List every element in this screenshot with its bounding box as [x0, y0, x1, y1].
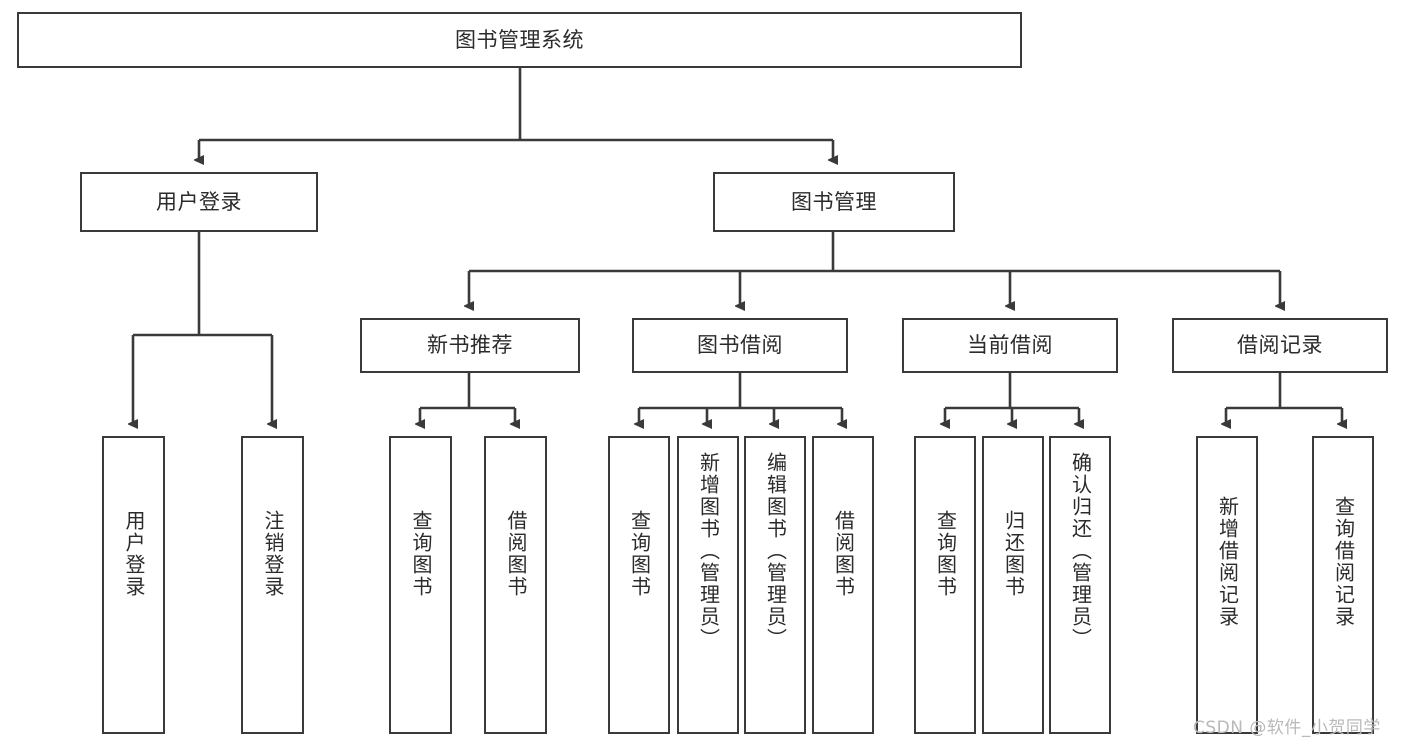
leaf-book-borrow-3[interactable]: 编辑图书（管理员） [744, 436, 806, 734]
node-borrow-record-label: 借阅记录 [1237, 333, 1323, 358]
leaf-current-borrow-1[interactable]: 查询图书 [914, 436, 976, 734]
leaf-borrow-record-2-label: 查询借阅记录 [1331, 496, 1356, 628]
leaf-book-borrow-1-label: 查询图书 [627, 510, 652, 598]
leaf-book-borrow-2[interactable]: 新增图书（管理员） [677, 436, 739, 734]
node-user-login[interactable]: 用户登录 [80, 172, 318, 232]
leaf-current-borrow-1-label: 查询图书 [933, 510, 958, 598]
leaf-book-borrow-1[interactable]: 查询图书 [608, 436, 670, 734]
leaf-user-login-2-label: 注销登录 [261, 510, 285, 598]
node-root[interactable]: 图书管理系统 [17, 12, 1022, 68]
leaf-book-borrow-2-label: 新增图书（管理员） [696, 452, 721, 650]
node-book-borrow-label: 图书借阅 [697, 333, 783, 358]
leaf-borrow-record-1[interactable]: 新增借阅记录 [1196, 436, 1258, 734]
node-new-book-recommend[interactable]: 新书推荐 [360, 318, 580, 373]
leaf-new-book-2[interactable]: 借阅图书 [484, 436, 547, 734]
node-book-manage-label: 图书管理 [791, 189, 877, 214]
csdn-watermark: CSDN @软件_小贺同学 [1193, 718, 1381, 738]
leaf-book-borrow-3-label: 编辑图书（管理员） [763, 452, 788, 650]
leaf-book-borrow-4[interactable]: 借阅图书 [812, 436, 874, 734]
node-book-borrow[interactable]: 图书借阅 [632, 318, 848, 373]
leaf-new-book-1[interactable]: 查询图书 [389, 436, 452, 734]
leaf-user-login-2[interactable]: 注销登录 [241, 436, 304, 734]
node-current-borrow[interactable]: 当前借阅 [902, 318, 1118, 373]
leaf-book-borrow-4-label: 借阅图书 [831, 510, 856, 598]
leaf-new-book-2-label: 借阅图书 [504, 510, 528, 598]
node-current-borrow-label: 当前借阅 [967, 333, 1053, 358]
node-user-login-label: 用户登录 [156, 189, 242, 214]
leaf-current-borrow-3-label: 确认归还（管理员） [1068, 452, 1093, 650]
leaf-borrow-record-2[interactable]: 查询借阅记录 [1312, 436, 1374, 734]
leaf-user-login-1-label: 用户登录 [122, 510, 146, 598]
node-new-book-recommend-label: 新书推荐 [427, 333, 513, 358]
node-root-label: 图书管理系统 [455, 27, 584, 52]
node-book-manage[interactable]: 图书管理 [713, 172, 955, 232]
leaf-borrow-record-1-label: 新增借阅记录 [1215, 496, 1240, 628]
leaf-current-borrow-2[interactable]: 归还图书 [982, 436, 1044, 734]
leaf-user-login-1[interactable]: 用户登录 [102, 436, 165, 734]
node-borrow-record[interactable]: 借阅记录 [1172, 318, 1388, 373]
leaf-current-borrow-3[interactable]: 确认归还（管理员） [1049, 436, 1111, 734]
leaf-current-borrow-2-label: 归还图书 [1001, 510, 1026, 598]
leaf-new-book-1-label: 查询图书 [409, 510, 433, 598]
